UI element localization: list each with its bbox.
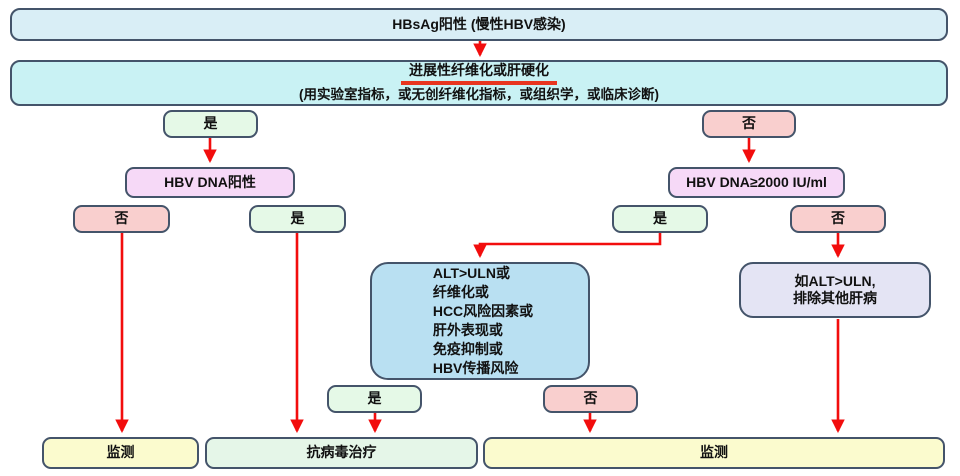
node-no-4: 否	[543, 385, 638, 413]
node-monitor-right-label: 监测	[700, 444, 728, 461]
node-yes-4: 是	[327, 385, 422, 413]
node-hbv-dna-2000-label: HBV DNA≥2000 IU/ml	[686, 173, 827, 190]
node-fibrosis-subtitle: (用实验室指标，或无创纤维化指标，或组织学，或临床诊断)	[299, 86, 659, 102]
node-yes-2: 是	[249, 205, 346, 233]
node-fibrosis-cirrhosis: 进展性纤维化或肝硬化 (用实验室指标，或无创纤维化指标，或组织学，或临床诊断)	[10, 60, 948, 106]
node-treatment-criteria: ALT>ULN或 纤维化或 HCC风险因素或 肝外表现或 免疫抑制或 HBV传播…	[370, 262, 590, 380]
node-yes-3-label: 是	[653, 210, 667, 227]
criteria-line-immunosuppression: 免疫抑制或	[432, 341, 503, 357]
node-hbv-dna-2000: HBV DNA≥2000 IU/ml	[668, 167, 845, 198]
node-yes-1-label: 是	[203, 115, 218, 132]
node-no-4-label: 否	[583, 390, 598, 407]
node-yes-3: 是	[612, 205, 708, 233]
criteria-line-alt: ALT>ULN或	[432, 265, 510, 281]
node-yes-2-label: 是	[290, 210, 305, 227]
node-alt-uln-line2: 排除其他肝病	[793, 290, 877, 306]
node-yes-1: 是	[163, 110, 258, 138]
node-hbsag-positive-label: HBsAg阳性 (慢性HBV感染)	[392, 15, 566, 32]
arrow-yes3-to-criteria	[473, 233, 662, 259]
node-alt-uln-text: 如ALT>ULN, 排除其他肝病	[741, 273, 929, 308]
node-no-2: 否	[73, 205, 170, 233]
criteria-line-extrahepatic: 肝外表现或	[432, 322, 503, 338]
criteria-line-hcc: HCC风险因素或	[432, 303, 534, 319]
node-no-1-label: 否	[742, 115, 756, 132]
node-antiviral-therapy-label: 抗病毒治疗	[306, 444, 377, 461]
node-yes-4-label: 是	[367, 390, 382, 407]
node-hbv-dna-positive: HBV DNA阳性	[125, 167, 295, 198]
node-no-3-label: 否	[831, 210, 845, 227]
node-fibrosis-text: 进展性纤维化或肝硬化 (用实验室指标，或无创纤维化指标，或组织学，或临床诊断)	[12, 62, 946, 103]
criteria-line-fibrosis: 纤维化或	[432, 284, 489, 300]
node-monitor-left-label: 监测	[106, 444, 135, 461]
node-antiviral-therapy: 抗病毒治疗	[205, 437, 478, 469]
node-no-1: 否	[702, 110, 796, 138]
node-fibrosis-title: 进展性纤维化或肝硬化	[401, 62, 557, 85]
node-hbsag-positive: HBsAg阳性 (慢性HBV感染)	[10, 8, 948, 41]
node-alt-uln-line1: 如ALT>ULN,	[794, 272, 876, 289]
node-treatment-criteria-lines: ALT>ULN或 纤维化或 HCC风险因素或 肝外表现或 免疫抑制或 HBV传播…	[427, 264, 533, 378]
node-monitor-left: 监测	[42, 437, 199, 469]
criteria-line-transmission: HBV传播风险	[432, 360, 519, 376]
node-no-2-label: 否	[114, 210, 129, 227]
node-hbv-dna-positive-label: HBV DNA阳性	[164, 173, 256, 190]
node-monitor-right: 监测	[483, 437, 945, 469]
node-no-3: 否	[790, 205, 886, 233]
node-alt-uln-exclude: 如ALT>ULN, 排除其他肝病	[739, 262, 931, 318]
